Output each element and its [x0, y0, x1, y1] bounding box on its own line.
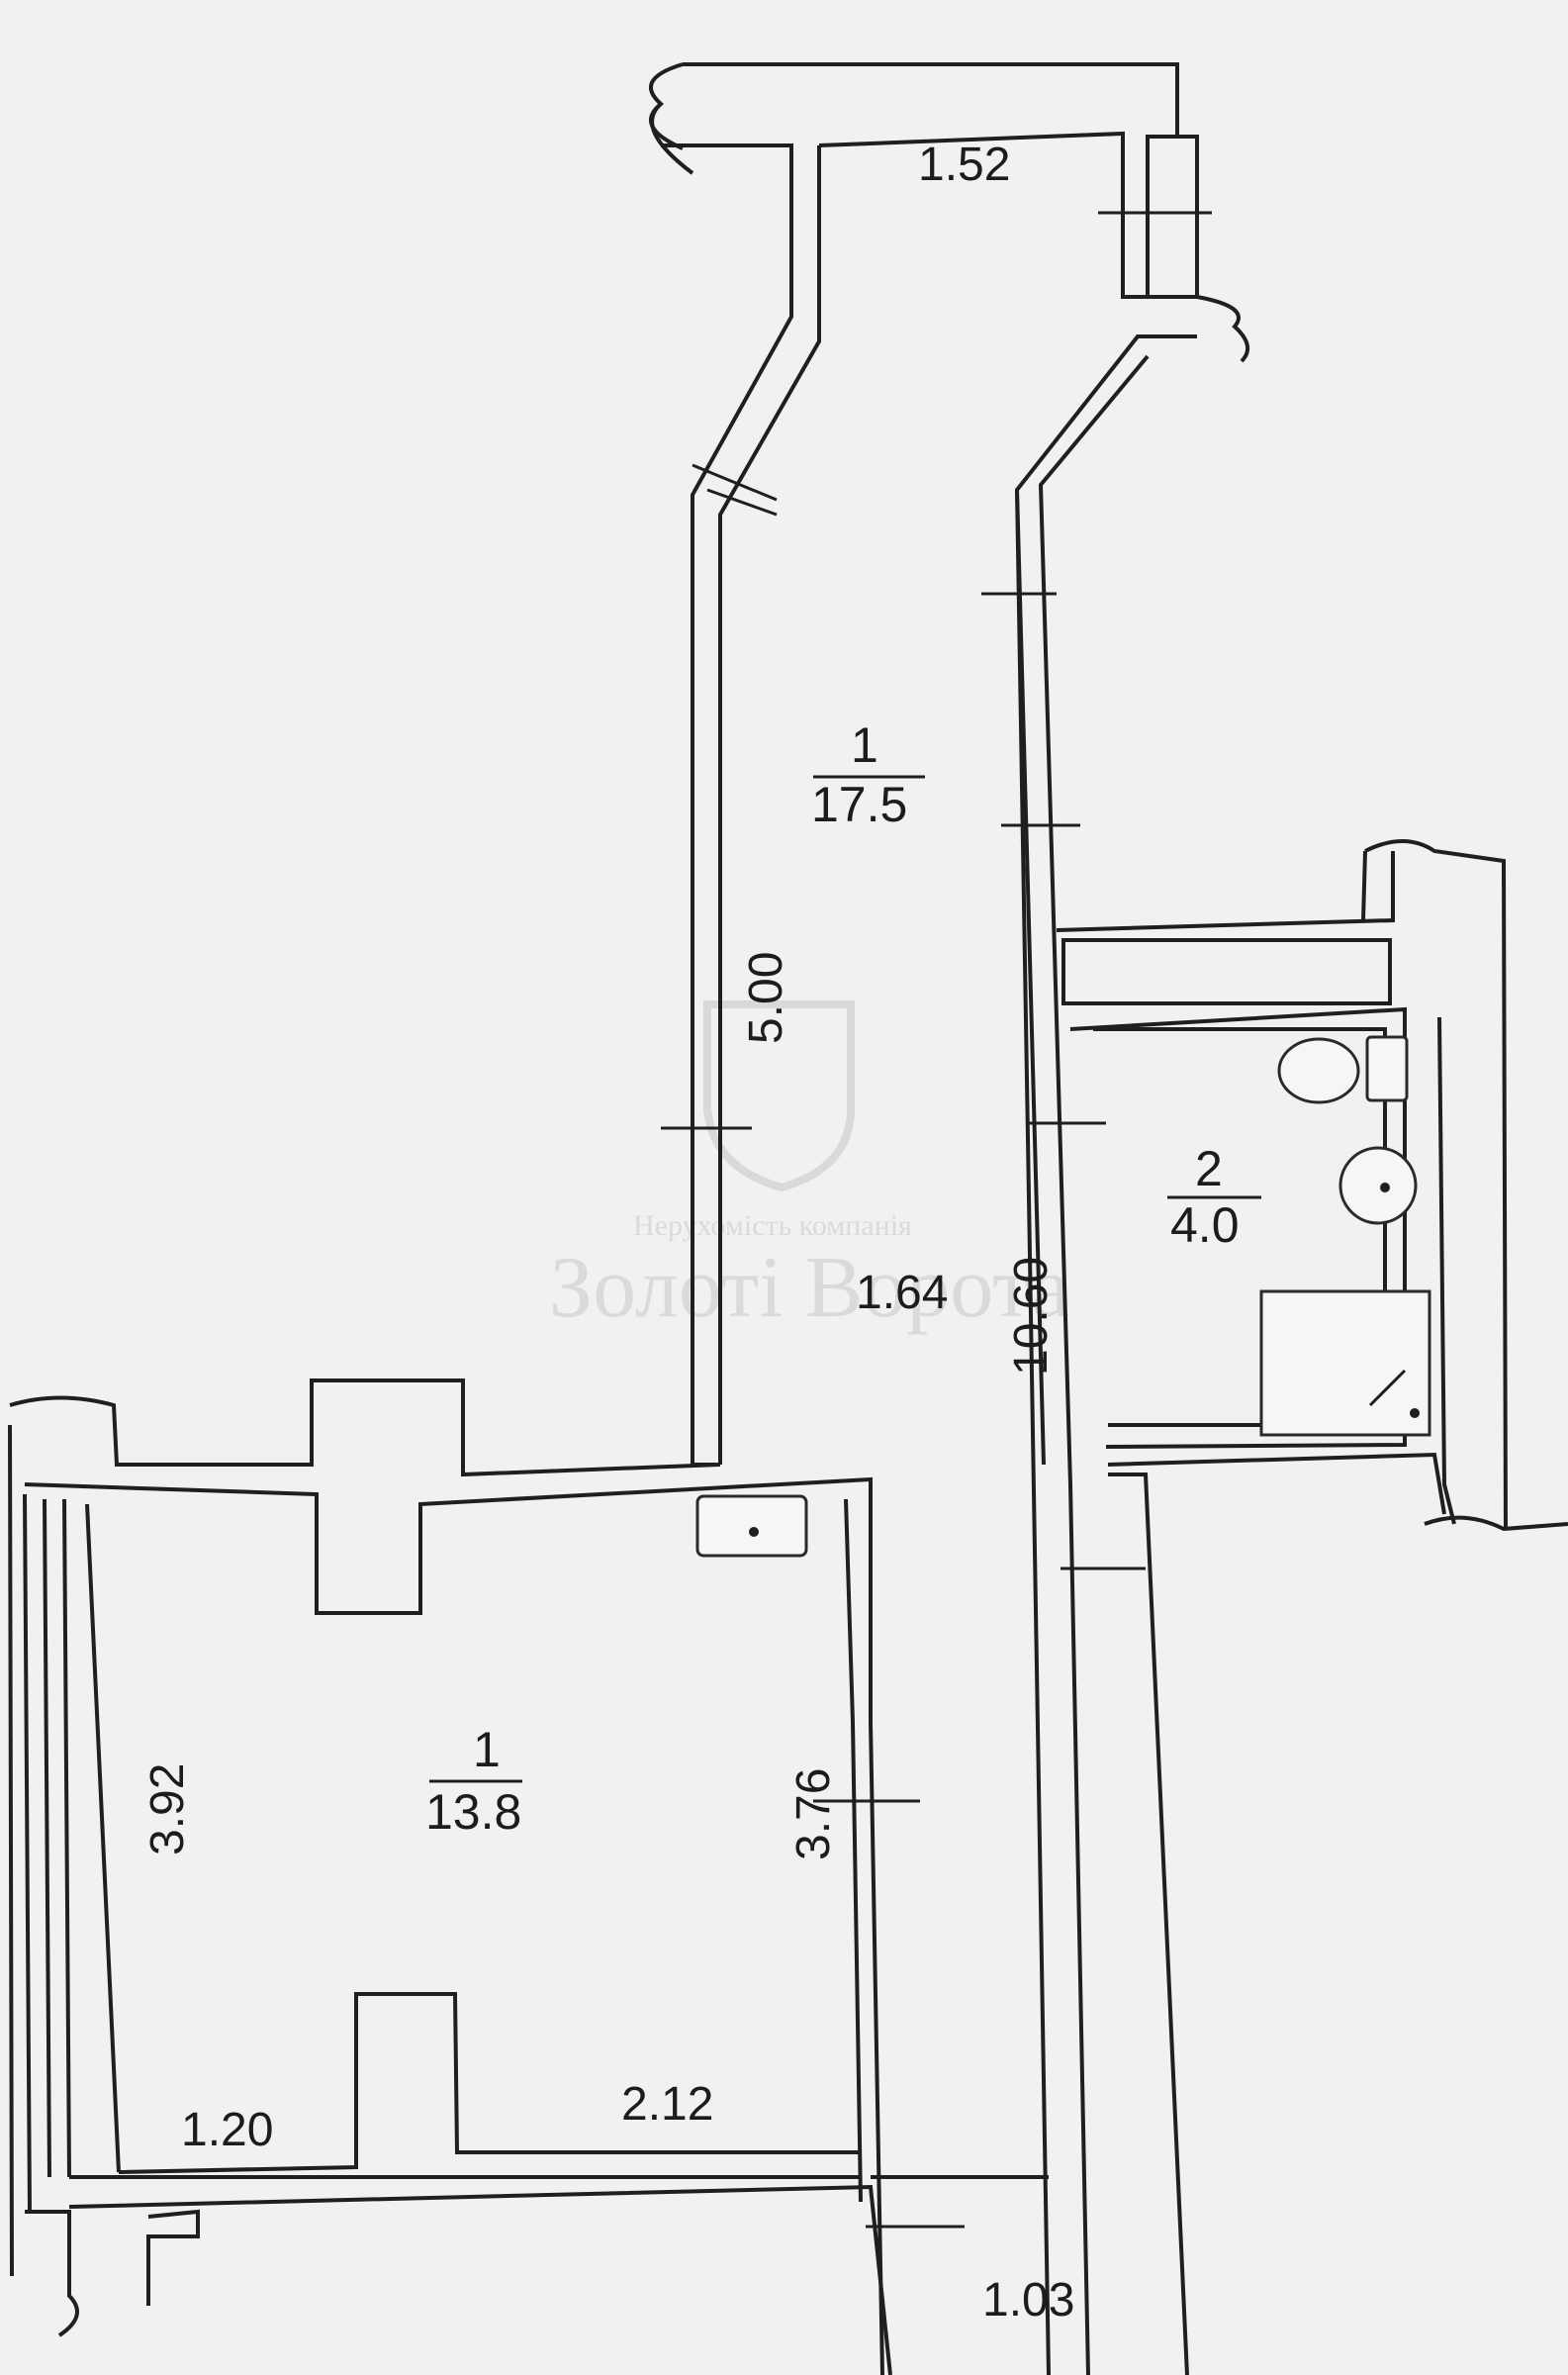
- watermark-name: Золоті Ворота: [549, 1240, 1070, 1336]
- lower-room-walls: [8, 1378, 1049, 2375]
- dim-top-width: 1.52: [918, 139, 1010, 191]
- dim-bottom-left: 1.20: [181, 2104, 273, 2156]
- room-1-upper-label: 1 17.5: [811, 717, 925, 832]
- room-1-upper-area: 17.5: [811, 777, 907, 832]
- dim-bottom-right: 2.12: [621, 2078, 713, 2131]
- room-2-number: 2: [1195, 1141, 1223, 1196]
- dim-lower-right: 3.76: [787, 1768, 840, 1860]
- room-1-upper-number: 1: [851, 717, 878, 773]
- kitchen-sink-icon: [695, 1494, 808, 1558]
- room-2-label: 2 4.0: [1167, 1141, 1261, 1253]
- dim-corridor-width: 1.64: [856, 1267, 948, 1319]
- dim-right-length: 10.60: [1005, 1257, 1058, 1376]
- dim-corridor-length: 5.00: [740, 952, 792, 1044]
- toilet-icon: [1277, 1035, 1409, 1104]
- shower-tray-icon: [1259, 1289, 1431, 1437]
- room-1-lower-label: 1 13.8: [425, 1722, 522, 1840]
- watermark-subtitle: Нерухомість компанія: [633, 1209, 912, 1242]
- dim-lower-left: 3.92: [141, 1763, 194, 1855]
- watermark-shield-icon: [703, 1000, 855, 1192]
- room-1-lower-number: 1: [473, 1722, 501, 1777]
- bathroom-walls: [1056, 839, 1568, 2375]
- room-2-area: 4.0: [1170, 1197, 1240, 1253]
- watermark: Нерухомість компанія Золоті Ворота: [549, 1000, 1070, 1336]
- corridor-walls: [649, 62, 1250, 2375]
- room-1-lower-area: 13.8: [425, 1784, 521, 1840]
- dim-bottom-corner: 1.03: [982, 2274, 1074, 2327]
- sink-icon: [1338, 1146, 1418, 1225]
